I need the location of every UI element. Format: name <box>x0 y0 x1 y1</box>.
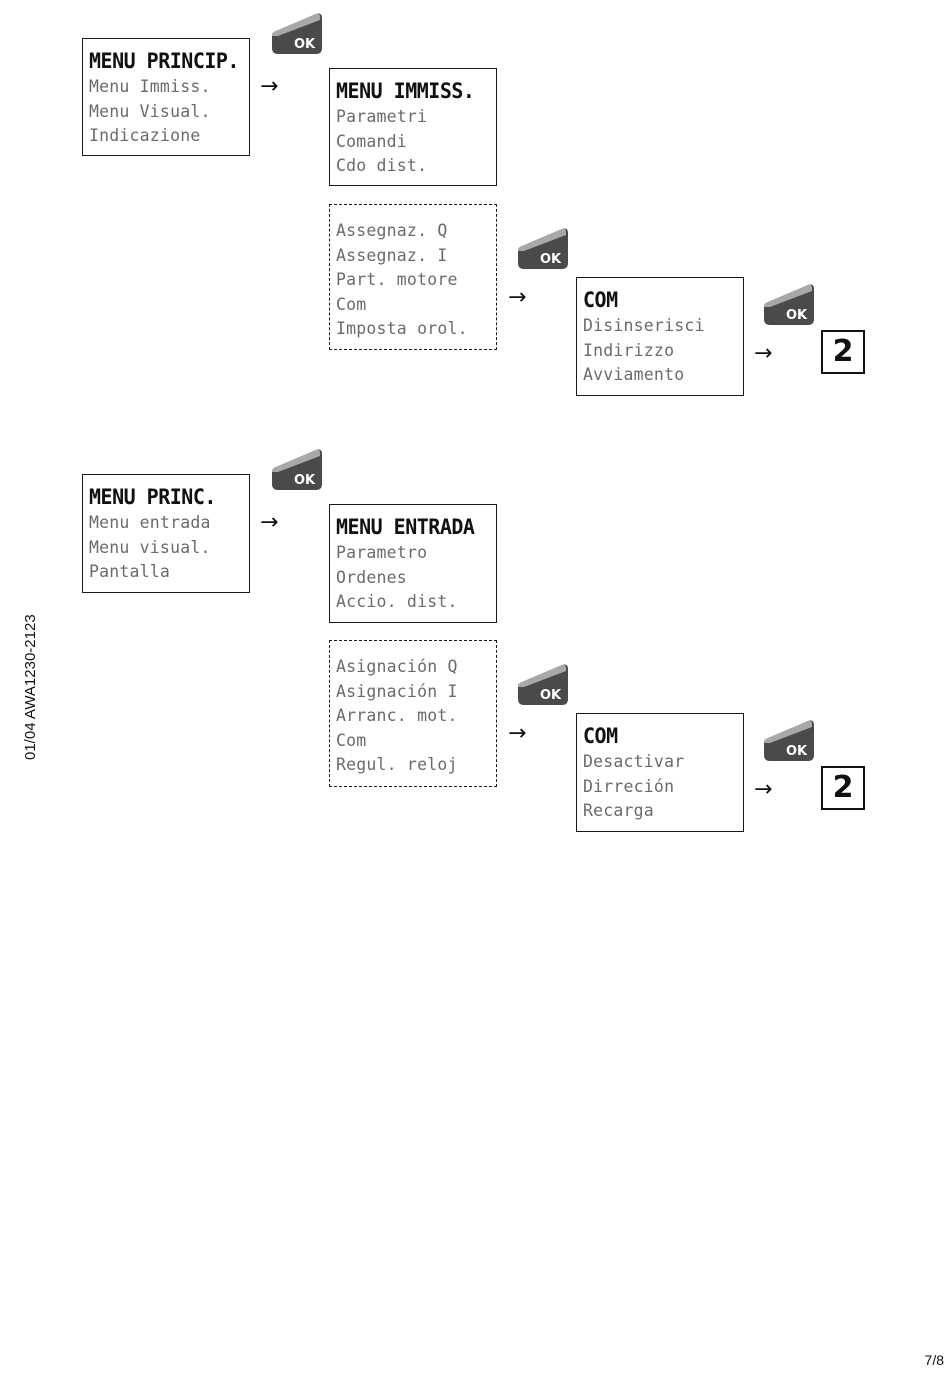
com-menu-item-it: Indirizzo <box>583 340 675 360</box>
main-menu-title-es: MENU PRINC. <box>89 485 216 509</box>
main-menu-item-es: Pantalla <box>89 562 171 582</box>
arrow-right-icon: → <box>754 777 773 802</box>
sub-menu-box-it: Assegnaz. Q Assegnaz. I Part. motore Com… <box>329 204 497 350</box>
main-menu-item-es: Menu visual. <box>89 537 211 557</box>
sub-menu-item-es: Asignación I <box>336 681 458 701</box>
com-menu-item-it: Disinserisci <box>583 316 705 335</box>
com-menu-box-es: COM Desactivar Dirreción Recarga <box>576 713 744 832</box>
input-menu-item-es: Accio. dist. <box>336 592 458 612</box>
input-menu-box-it: MENU IMMISS. Parametri Comandi Cdo dist. <box>329 68 497 186</box>
com-menu-box-it: COM Disinserisci Indirizzo Avviamento <box>576 277 744 396</box>
input-menu-title-it: MENU IMMISS. <box>336 79 475 103</box>
page-number: 7/8 <box>924 1352 944 1368</box>
main-menu-box-es: MENU PRINC. Menu entrada Menu visual. Pa… <box>82 474 250 593</box>
sub-menu-item-es: Regul. reloj <box>336 755 458 775</box>
ok-key-label: OK <box>540 688 562 703</box>
ok-key-icon: OK <box>268 10 324 56</box>
ok-key-label: OK <box>540 252 562 267</box>
main-menu-item-it: Indicazione <box>89 126 201 146</box>
arrow-right-icon: → <box>754 341 773 366</box>
page-reference-box: 2 <box>821 330 865 374</box>
ok-key-icon: OK <box>760 717 816 763</box>
input-menu-item-es: Parametro <box>336 543 428 562</box>
sub-menu-item-it: Com <box>336 294 367 314</box>
arrow-right-icon: → <box>508 721 527 746</box>
main-menu-item-es: Menu entrada <box>89 513 211 532</box>
input-menu-item-es: Ordenes <box>336 567 407 587</box>
com-menu-item-es: Desactivar <box>583 752 685 771</box>
arrow-right-icon: → <box>260 74 279 99</box>
sub-menu-item-es: Com <box>336 730 367 750</box>
input-menu-box-es: MENU ENTRADA Parametro Ordenes Accio. di… <box>329 504 497 623</box>
com-menu-title-es: COM <box>583 724 618 748</box>
com-menu-title-it: COM <box>583 288 618 312</box>
ok-key-label: OK <box>294 473 316 488</box>
page-reference-box: 2 <box>821 766 865 810</box>
ok-key-icon: OK <box>514 661 570 707</box>
main-menu-item-it: Menu Immiss. <box>89 77 211 96</box>
sub-menu-item-it: Imposta orol. <box>336 319 468 339</box>
arrow-right-icon: → <box>260 510 279 535</box>
sub-menu-item-es: Asignación Q <box>336 657 458 676</box>
ok-key-label: OK <box>786 308 808 323</box>
input-menu-item-it: Parametri <box>336 107 428 126</box>
com-menu-item-it: Avviamento <box>583 365 685 385</box>
input-menu-item-it: Cdo dist. <box>336 156 428 176</box>
arrow-right-icon: → <box>508 285 527 310</box>
sub-menu-item-it: Assegnaz. I <box>336 245 448 265</box>
com-menu-item-es: Dirreción <box>583 776 675 796</box>
sub-menu-item-es: Arranc. mot. <box>336 706 458 726</box>
ok-key-icon: OK <box>760 281 816 327</box>
ok-key-icon: OK <box>514 225 570 271</box>
main-menu-title-it: MENU PRINCIP. <box>89 49 239 73</box>
main-menu-box-it: MENU PRINCIP. Menu Immiss. Menu Visual. … <box>82 38 250 156</box>
document-code: 01/04 AWA1230-2123 <box>22 614 39 760</box>
ok-key-icon: OK <box>268 446 324 492</box>
ok-key-label: OK <box>294 37 316 52</box>
input-menu-title-es: MENU ENTRADA <box>336 515 475 539</box>
main-menu-item-it: Menu Visual. <box>89 101 211 121</box>
input-menu-item-it: Comandi <box>336 131 407 151</box>
sub-menu-item-it: Part. motore <box>336 270 458 290</box>
sub-menu-item-it: Assegnaz. Q <box>336 221 448 240</box>
com-menu-item-es: Recarga <box>583 801 654 821</box>
ok-key-label: OK <box>786 744 808 759</box>
sub-menu-box-es: Asignación Q Asignación I Arranc. mot. C… <box>329 640 497 787</box>
